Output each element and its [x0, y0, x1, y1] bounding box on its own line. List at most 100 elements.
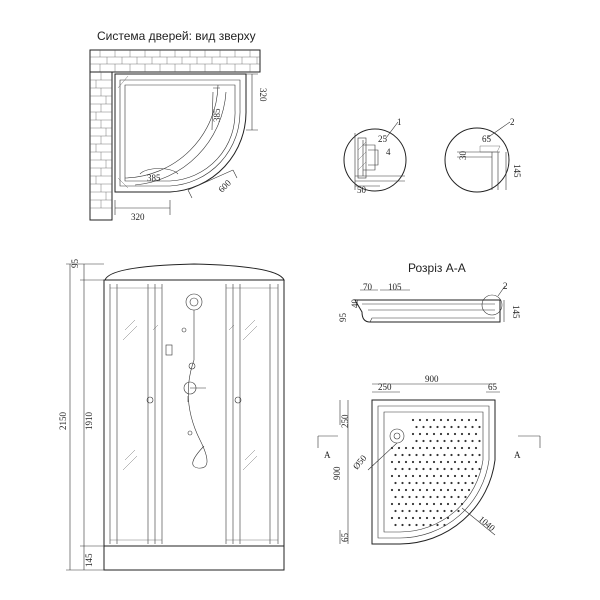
- tray-dim-65-top: 65: [488, 382, 498, 392]
- tray-dot: [464, 425, 467, 429]
- tray-dot: [443, 467, 446, 471]
- tray-dot: [397, 502, 401, 506]
- detail-1-marker: 1: [397, 117, 402, 127]
- brick-wall-left: [89, 71, 113, 221]
- tray-dot: [415, 523, 418, 527]
- tray-dot: [436, 495, 439, 499]
- tray-dot: [453, 460, 457, 464]
- tray-dot: [404, 446, 408, 450]
- tray-dot: [457, 509, 460, 513]
- tray-dot: [439, 418, 443, 422]
- tray-dot: [422, 523, 425, 527]
- tray-dot: [478, 425, 481, 429]
- tray-dot: [411, 418, 415, 422]
- tray-dot: [474, 432, 478, 436]
- tray-dot: [471, 481, 474, 485]
- tray-dot: [425, 502, 429, 506]
- tray-dot: [446, 488, 450, 492]
- tray-dot: [460, 432, 464, 436]
- tray-dot: [397, 446, 401, 450]
- tray-dot: [478, 453, 481, 457]
- tray-dot: [425, 474, 429, 478]
- tray-dot: [478, 467, 481, 471]
- tray-dot: [418, 446, 422, 450]
- tray-dot: [408, 467, 411, 471]
- tray-dot: [453, 418, 457, 422]
- tray-dot: [408, 509, 411, 513]
- tray-dot: [460, 418, 464, 422]
- tray-dot: [443, 523, 446, 527]
- tray-section-mark-left: A: [324, 450, 331, 460]
- tray-dot: [446, 418, 450, 422]
- tray-dot: [450, 495, 453, 499]
- front-view: 95 1910 2150 145: [58, 259, 285, 571]
- tray-dot: [394, 481, 397, 485]
- tray-dim-1040: 1040: [477, 514, 498, 534]
- detail-2-dim-145: 145: [512, 164, 522, 178]
- tray-dot: [439, 460, 443, 464]
- section-dim-70: 70: [363, 282, 373, 292]
- tray-dot: [411, 502, 415, 506]
- door-dimension-lines: [114, 73, 258, 215]
- tray-dot: [453, 474, 457, 478]
- section-dim-40: 40: [350, 299, 360, 309]
- door-system-title: Система дверей: вид зверху: [97, 29, 256, 43]
- front-dim-1910: 1910: [84, 412, 94, 431]
- tray-dot: [471, 425, 474, 429]
- tray-dot: [439, 446, 443, 450]
- tray-dot: [390, 488, 394, 492]
- tray-dot: [453, 432, 457, 436]
- tray-dot: [429, 481, 432, 485]
- detail-1-dim-50: 50: [357, 185, 367, 195]
- tray-dot: [390, 474, 394, 478]
- tray-dot: [446, 502, 450, 506]
- tray-dot: [467, 418, 471, 422]
- tray-dot: [464, 439, 467, 443]
- tray-dot: [443, 425, 446, 429]
- tray-dot: [401, 509, 404, 513]
- tray-dot: [436, 523, 439, 527]
- front-dim-145: 145: [84, 553, 94, 567]
- tray-dot: [404, 488, 408, 492]
- tray-dot: [436, 453, 439, 457]
- tray-dot: [394, 509, 397, 513]
- door-dim-depth-320: 320: [258, 88, 268, 102]
- tray-dim-900-left: 900: [332, 466, 342, 480]
- tray-dot: [453, 502, 457, 506]
- tray-dot: [439, 502, 443, 506]
- tray-dot: [443, 509, 446, 513]
- tray-dot: [425, 432, 429, 436]
- tray-dot: [429, 509, 432, 513]
- tray-dot: [457, 453, 460, 457]
- tray-dot: [443, 439, 446, 443]
- tray-dot: [429, 439, 432, 443]
- tray-dot: [457, 439, 460, 443]
- tray-dot: [425, 516, 429, 520]
- tray-dot: [471, 439, 474, 443]
- tray-dim-65-bottom: 65: [340, 533, 350, 543]
- tray-dot: [467, 474, 471, 478]
- tray-dot: [422, 495, 425, 499]
- tray-dot: [404, 474, 408, 478]
- tray-dot: [432, 446, 436, 450]
- tray-dot: [397, 488, 401, 492]
- tray-dim-diameter-50: Ø50: [351, 453, 369, 472]
- tray-dot: [443, 453, 446, 457]
- detail-1-dim-25: 25: [378, 134, 388, 144]
- tray-dot: [457, 481, 460, 485]
- section-dim-145: 145: [511, 305, 521, 319]
- tray-dot: [450, 467, 453, 471]
- tray-dot: [418, 502, 422, 506]
- tray-dot: [422, 481, 425, 485]
- tray-dot: [411, 460, 415, 464]
- tray-dot: [408, 523, 411, 527]
- tray-dot: [397, 474, 401, 478]
- tray-dot: [446, 474, 450, 478]
- tray-dot: [474, 418, 478, 422]
- tray-dot: [460, 474, 464, 478]
- detail-2-dim-65: 65: [482, 134, 492, 144]
- detail-2-view: 2 65 30 145: [444, 117, 522, 193]
- tray-dot: [471, 453, 474, 457]
